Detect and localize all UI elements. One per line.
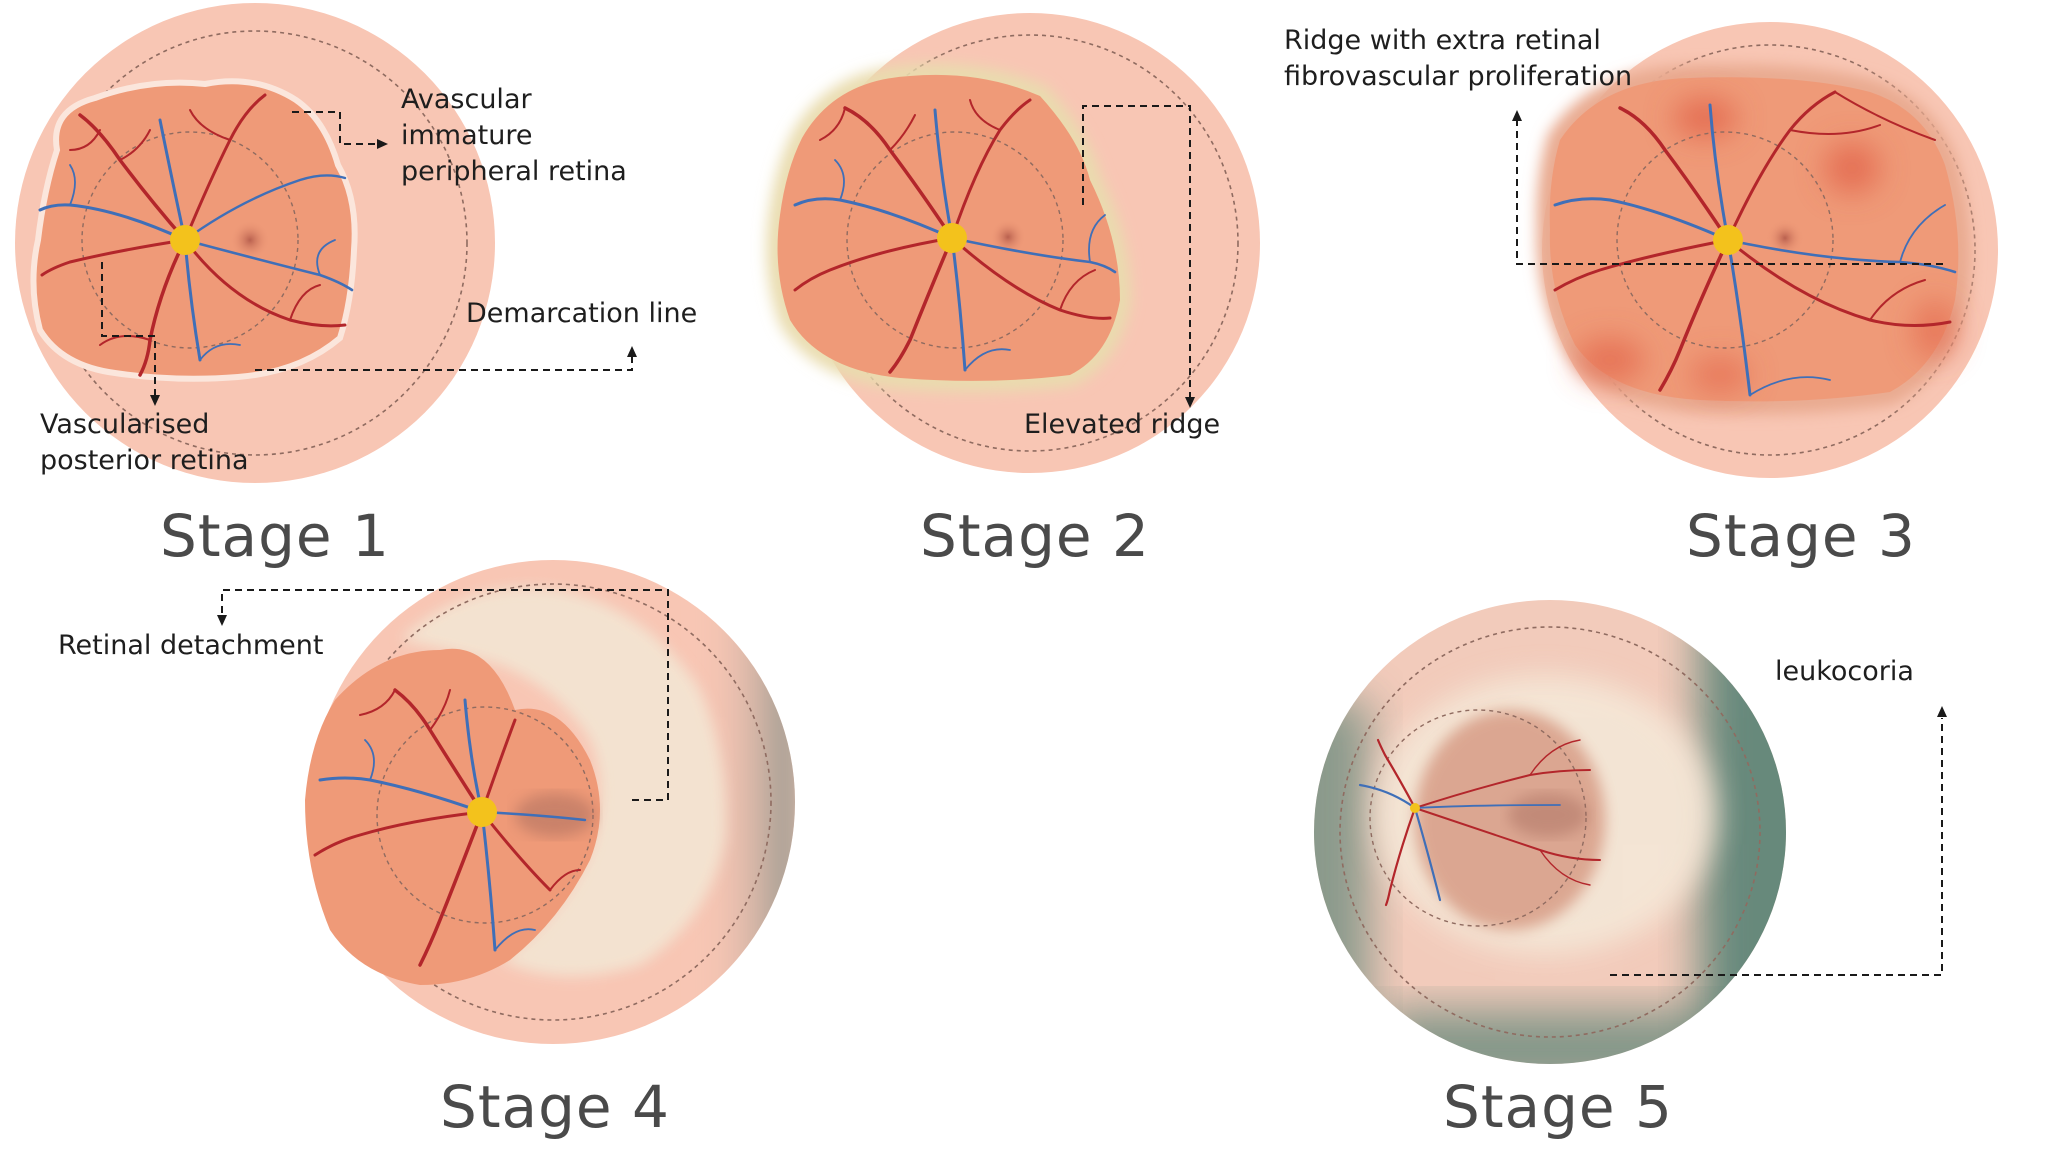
stage-3-inner-ring <box>1616 131 1834 349</box>
stage-5-macula <box>1508 793 1588 837</box>
label-line: Vascularised <box>40 409 210 440</box>
stage-4-detached-retina <box>400 587 726 977</box>
label-line: fibrovascular proliferation <box>1284 61 1633 92</box>
stage-5-outer-ring <box>1339 626 1761 1038</box>
label-line: Avascular <box>401 84 532 115</box>
stage-5-optic-disc <box>1410 803 1420 813</box>
stage-1-fundus <box>15 3 495 483</box>
stage-1-inner-ring <box>81 131 299 349</box>
stage-4-outer-ring <box>334 583 772 1021</box>
stage-4-vessels <box>313 688 587 967</box>
stage-4-title: Stage 4 <box>440 1073 670 1141</box>
stage-4-optic-disc <box>467 797 497 827</box>
stage-2-fundus <box>766 13 1260 473</box>
stage-5-vessels <box>1358 738 1601 907</box>
leader-stage-4-detachment <box>221 589 669 801</box>
label-stage-1-avascular: Avascular immature peripheral retina <box>401 82 627 190</box>
leader-lines <box>101 105 1943 976</box>
leader-stage-1-vascularised <box>101 262 156 398</box>
leader-arrowheads <box>150 110 1947 717</box>
leader-stage-1-demarcation <box>255 354 633 371</box>
stage-1-optic-disc <box>170 225 200 255</box>
label-line: posterior retina <box>40 445 249 476</box>
stage-3-optic-disc <box>1713 225 1743 255</box>
stage-3-macula <box>1767 220 1803 256</box>
label-stage-4-detachment: Retinal detachment <box>58 630 324 661</box>
arrow-stage-2-ridge <box>1185 397 1195 408</box>
stage-2-title: Stage 2 <box>920 502 1150 570</box>
stage-5-title: Stage 5 <box>1443 1073 1673 1141</box>
stage-3-hemorrhages <box>1576 98 1957 393</box>
label-line: Ridge with extra retinal <box>1284 25 1601 56</box>
stage-2-optic-disc <box>937 223 967 253</box>
stage-5-fundus <box>1314 600 1786 1064</box>
leader-stage-2-ridge <box>1082 105 1191 400</box>
stage-2-macula <box>990 219 1026 255</box>
arrow-stage-5-leukocoria <box>1937 706 1947 717</box>
arrow-stage-4-detachment <box>217 615 227 626</box>
label-stage-2-ridge: Elevated ridge <box>1024 409 1221 440</box>
stage-1-title: Stage 1 <box>160 502 390 570</box>
label-line: immature <box>401 120 533 151</box>
label-stage-3-proliferation: Ridge with extra retinal fibrovascular p… <box>1284 23 1632 95</box>
stage-4-fundus <box>305 560 795 1044</box>
arrow-stage-1-demarcation <box>627 346 637 357</box>
arrow-stage-1-vascularised <box>150 395 160 406</box>
leader-stage-1-avascular <box>292 111 380 145</box>
stage-1-macula <box>230 220 270 260</box>
leader-stage-5-leukocoria <box>1610 718 1943 976</box>
label-stage-1-demarcation: Demarcation line <box>466 298 698 329</box>
label-line: peripheral retina <box>401 156 627 187</box>
label-stage-1-vascularised: Vascularised posterior retina <box>40 407 249 479</box>
stage-1-vessels <box>38 93 354 377</box>
stage-4-macula <box>515 793 595 837</box>
stage-3-title: Stage 3 <box>1686 502 1916 570</box>
stage-3-vessels <box>1553 90 1957 397</box>
stage-5-left-shade <box>1314 700 1370 1060</box>
stage-2-outer-ring <box>821 34 1239 452</box>
stage-2-inner-ring <box>846 131 1064 349</box>
leader-stage-3-proliferation <box>1516 120 1943 265</box>
arrow-stage-3-proliferation <box>1512 110 1522 121</box>
stage-3-fundus <box>1536 22 1998 478</box>
arrow-stage-1-avascular <box>377 139 388 149</box>
label-stage-5-leukocoria: leukocoria <box>1775 656 1914 687</box>
